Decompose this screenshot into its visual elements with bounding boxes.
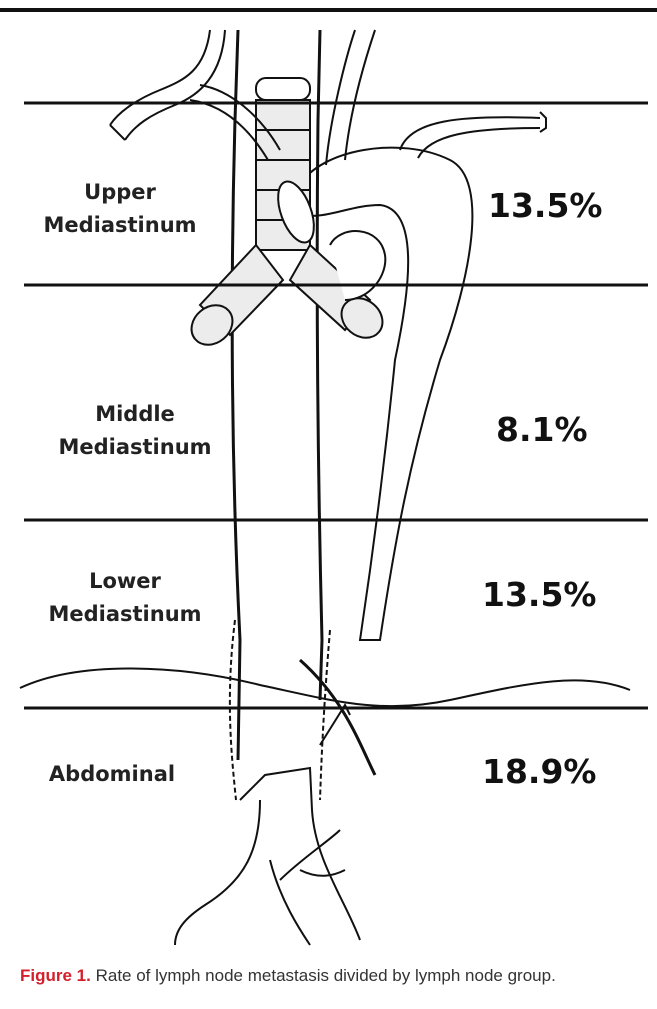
aorta	[300, 30, 546, 640]
region-label-middle: Middle Mediastinum	[35, 398, 235, 464]
left-vessels	[110, 30, 280, 160]
region-label-abdominal: Abdominal	[12, 758, 212, 791]
region-label-middle-line1: Middle	[35, 398, 235, 431]
region-percent-middle: 8.1%	[496, 410, 588, 449]
region-percent-lower: 13.5%	[482, 575, 597, 614]
region-label-upper-line2: Mediastinum	[20, 209, 220, 242]
region-label-upper-line1: Upper	[20, 176, 220, 209]
region-label-middle-line2: Mediastinum	[35, 431, 235, 464]
caption-lead: Figure 1.	[20, 966, 91, 985]
region-percent-abdominal: 18.9%	[482, 752, 597, 791]
caption-text: Rate of lymph node metastasis divided by…	[91, 966, 556, 985]
esophagus	[232, 30, 322, 760]
region-label-abdominal-line1: Abdominal	[12, 758, 212, 791]
region-label-lower: Lower Mediastinum	[25, 565, 225, 631]
region-label-lower-line2: Mediastinum	[25, 598, 225, 631]
region-percent-upper: 13.5%	[488, 186, 603, 225]
figure-caption: Figure 1. Rate of lymph node metastasis …	[20, 966, 650, 986]
region-label-lower-line1: Lower	[25, 565, 225, 598]
region-label-upper: Upper Mediastinum	[20, 176, 220, 242]
